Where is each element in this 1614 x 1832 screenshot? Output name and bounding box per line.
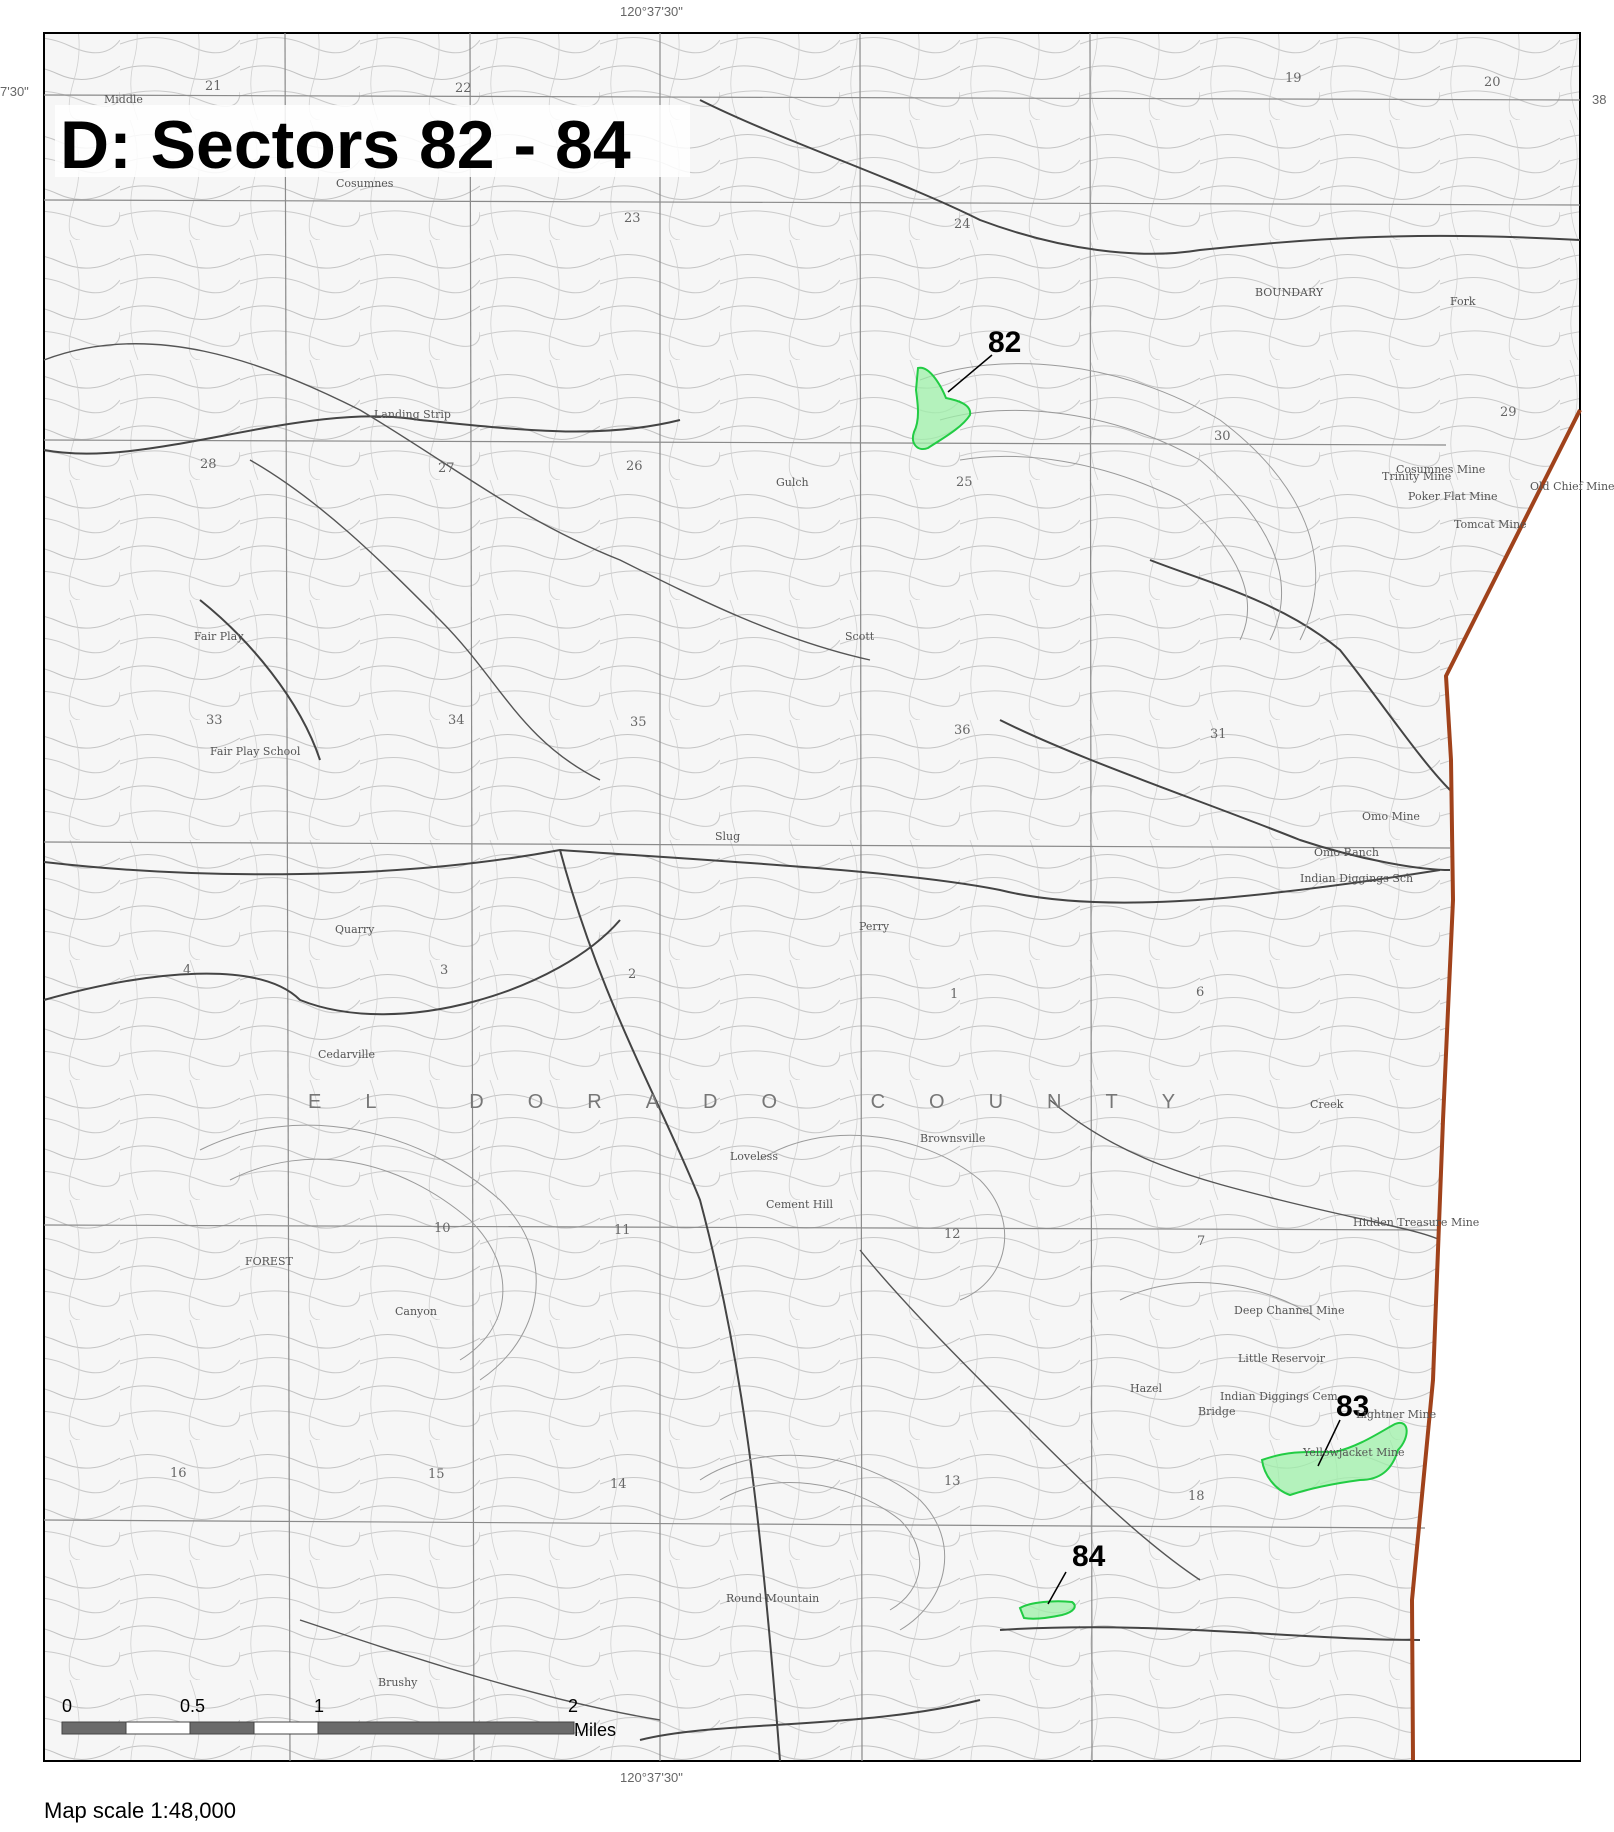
- sector-82-polygon[interactable]: [912, 366, 972, 450]
- section-number: 36: [954, 723, 971, 738]
- sector-84-polygon[interactable]: [1018, 1600, 1076, 1620]
- coord-label-right: 38: [1592, 92, 1606, 107]
- section-number: 29: [1500, 405, 1517, 420]
- place-name: Slug: [715, 830, 740, 843]
- section-number: 15: [428, 1467, 445, 1482]
- section-number: 11: [614, 1223, 631, 1238]
- coord-label-bottom: 120°37'30": [620, 1770, 683, 1785]
- contour-lines: [199, 363, 1321, 1631]
- place-name: Scott: [845, 630, 875, 643]
- section-number: 23: [624, 211, 641, 226]
- place-name: Brushy: [378, 1676, 418, 1689]
- place-name: Fair Play School: [210, 745, 301, 758]
- place-name: Brownsville: [920, 1132, 985, 1145]
- coord-label-top: 120°37'30": [620, 4, 683, 19]
- scale-bar: 0 0.5 1 2 Miles: [61, 1696, 616, 1740]
- section-number: 20: [1484, 75, 1501, 90]
- place-name: Loveless: [730, 1150, 778, 1163]
- sector-83-polygon[interactable]: [1260, 1421, 1408, 1497]
- place-name: Cosumnes: [336, 177, 394, 190]
- section-number: 35: [630, 715, 647, 730]
- place-name: Bridge: [1198, 1405, 1235, 1418]
- section-grid: [43, 32, 1581, 1762]
- scale-tick-1: 1: [314, 1696, 324, 1716]
- section-number: 26: [626, 459, 643, 474]
- title-backdrop: [55, 105, 690, 177]
- place-name: Trinity Mine: [1382, 470, 1451, 483]
- place-name: Poker Flat Mine: [1408, 490, 1498, 503]
- section-number: 16: [170, 1466, 187, 1481]
- place-name: Omo Ranch: [1314, 846, 1379, 859]
- sector-leaders: [947, 354, 1341, 1605]
- section-number: 33: [206, 713, 223, 728]
- section-number: 30: [1214, 429, 1231, 444]
- place-name: FOREST: [245, 1255, 293, 1268]
- section-number: 27: [438, 461, 455, 476]
- place-name: Old Chief Mine: [1530, 480, 1614, 493]
- place-name: Deep Channel Mine: [1234, 1304, 1345, 1317]
- scale-tick-0-5: 0.5: [180, 1696, 205, 1716]
- section-number: 6: [1196, 985, 1204, 1000]
- roads: [43, 99, 1581, 1762]
- section-number: 24: [954, 217, 971, 232]
- section-number: 19: [1285, 71, 1302, 86]
- place-name: Little Reservoir: [1238, 1352, 1326, 1365]
- place-name: Indian Diggings Cem: [1220, 1390, 1338, 1403]
- place-name: Indian Diggings Sch: [1300, 872, 1413, 885]
- creeks: [43, 343, 1441, 1721]
- place-name: Middle: [104, 93, 143, 106]
- county-boundary-line: [1409, 409, 1582, 1761]
- section-number: 7: [1197, 1234, 1205, 1249]
- section-number: 12: [944, 1227, 961, 1242]
- section-number: 3: [440, 963, 448, 978]
- map-title: D: Sectors 82 - 84: [60, 107, 631, 183]
- county-label: EL DORADO COUNTY: [308, 1091, 1219, 1113]
- coord-label-left: 7'30": [0, 84, 29, 99]
- sector-82-label: 82: [988, 326, 1021, 359]
- section-number: 21: [205, 79, 222, 94]
- place-name: BOUNDARY: [1255, 286, 1324, 299]
- map-scale-note: Map scale 1:48,000: [44, 1798, 237, 1823]
- section-number: 2: [628, 967, 636, 982]
- place-name: Tomcat Mine: [1454, 518, 1527, 531]
- section-number: 13: [944, 1474, 961, 1489]
- place-name: Yellowjacket Mine: [1302, 1446, 1405, 1459]
- outside-boundary-area: [1412, 410, 1580, 1760]
- place-name: Fair Play: [194, 630, 244, 643]
- place-name: Cement Hill: [766, 1198, 833, 1211]
- place-name: Round Mountain: [726, 1592, 819, 1605]
- place-name: Lightner Mine: [1356, 1408, 1436, 1421]
- place-name: Omo Mine: [1362, 810, 1420, 823]
- place-name: Creek: [1310, 1098, 1344, 1111]
- section-number: 18: [1188, 1489, 1205, 1504]
- place-name: Fork: [1450, 295, 1476, 308]
- scale-unit: Miles: [574, 1720, 616, 1740]
- scale-tick-0: 0: [62, 1696, 72, 1716]
- map-frame: [43, 32, 1581, 1762]
- place-name: Quarry: [335, 923, 375, 936]
- place-name: Canyon: [395, 1305, 437, 1318]
- place-name: Cosumnes Mine: [1396, 463, 1485, 476]
- section-number: 34: [448, 713, 465, 728]
- place-name: Perry: [859, 920, 890, 933]
- section-number: 28: [200, 457, 217, 472]
- section-number: 10: [434, 1221, 451, 1236]
- section-number: 31: [1210, 727, 1227, 742]
- sector-83-label: 83: [1336, 1390, 1369, 1423]
- scale-tick-2: 2: [568, 1696, 578, 1716]
- section-number: 1: [950, 987, 958, 1002]
- place-name: Hazel: [1130, 1382, 1162, 1395]
- place-name: Cedarville: [318, 1048, 375, 1061]
- section-number: 14: [610, 1477, 627, 1492]
- section-number: 22: [455, 81, 472, 96]
- section-number: 4: [183, 963, 191, 978]
- sector-84-label: 84: [1072, 1540, 1106, 1573]
- place-name: Landing Strip: [374, 408, 451, 421]
- place-name: Hidden Treasure Mine: [1353, 1216, 1479, 1229]
- place-name: Gulch: [776, 476, 809, 489]
- section-number: 25: [956, 475, 973, 490]
